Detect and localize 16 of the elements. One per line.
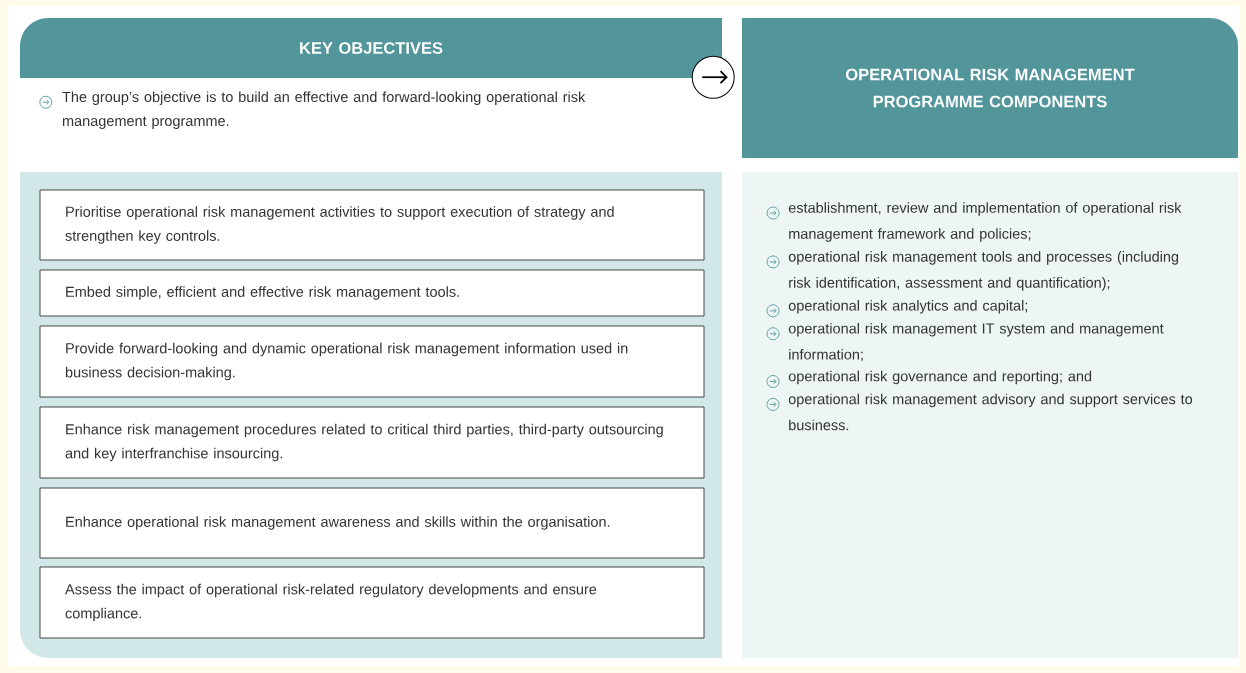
objective-box: Embed simple, efficient and effective risk management tools.	[39, 269, 705, 317]
header-band: OPERATIONAL RISK MANAGEMENT PROGRAMME COMPONENTS	[742, 18, 1238, 158]
list-item: operational risk management advisory and support services to business.	[788, 393, 1193, 431]
circled-arrow	[691, 55, 735, 99]
objective-text: The group’s objective is to build an effective and forward-looking operational risk management programme.	[62, 91, 586, 129]
objective-box: Prioritise operational risk management activities to support execution of strategy and strengthen key controls.	[39, 189, 705, 261]
list-item: establishment, review and implementation of operational risk management framework and policies;	[788, 202, 1182, 242]
objective-box: Provide forward-looking and dynamic operational risk management information used in business decision-making.	[39, 325, 705, 398]
objective-box: Enhance operational risk management awareness and skills within the organisation.	[39, 487, 705, 559]
objective-box: Assess the impact of operational risk-related regulatory developments and ensure compliance.	[39, 566, 705, 639]
list-item: operational risk management tools and processes (including risk identification, assessment and quantification);	[788, 251, 1179, 291]
list-item: operational risk management IT system and management information;	[788, 322, 1164, 362]
list-item: operational risk governance and reporting; and	[788, 370, 1092, 385]
objective-box: Enhance risk management procedures related to critical third parties, third-party outsourcing and key interfranchise insourcing.	[39, 406, 705, 479]
header-band: KEY OBJECTIVES	[20, 18, 722, 78]
list-item: operational risk analytics and capital;	[788, 300, 1028, 314]
